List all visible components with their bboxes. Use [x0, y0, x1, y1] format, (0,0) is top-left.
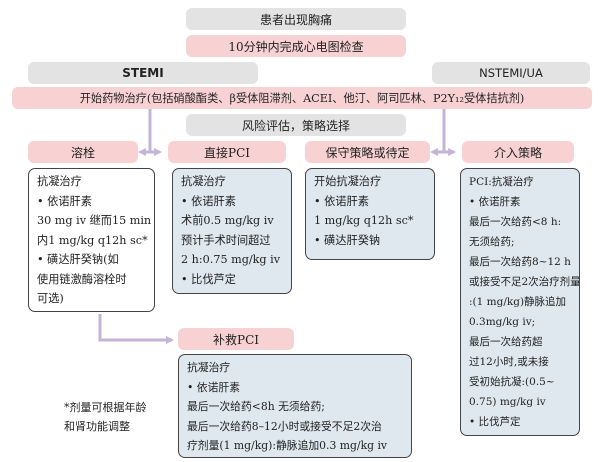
drug-therapy-box: 开始药物治疗(包括硝酸酯类、β受体阻滞剂、ACEI、他汀、阿司匹林、P2Y₁₂受…	[12, 87, 592, 109]
stemi-box: STEMI	[28, 62, 258, 84]
rescue-pci-line: 最后一次给药<8h 无须给药;	[187, 400, 325, 413]
direct-pci-label-text: 直接PCI	[204, 145, 250, 160]
direct-pci-line: • 依诺肝素	[181, 194, 236, 208]
interventional-line: 最后一次给药<8 h:	[469, 216, 562, 228]
interventional-label-text: 介入策略	[493, 145, 542, 160]
interventional-line: 最后一次给药8~12 h	[469, 256, 571, 268]
rescue-pci-line: • 依诺肝素	[187, 380, 240, 394]
interventional-line: • 依诺肝素	[469, 196, 521, 208]
interventional-box: PCI:抗凝治疗 • 依诺肝素 最后一次给药<8 h: 无须给药; 最后一次给药…	[460, 168, 580, 436]
interventional-line: 过12小时,或未接	[469, 356, 549, 368]
interventional-line: :(1 mg/kg)静脉追加	[469, 296, 567, 308]
ecg-box: 10分钟内完成心电图检查	[186, 35, 406, 57]
conservative-line: 1 mg/kg q12h sc*	[314, 214, 414, 227]
conservative-label: 保守策略或待定	[305, 141, 430, 163]
conservative-line: • 磺达肝癸钠	[314, 233, 381, 247]
direct-pci-label: 直接PCI	[168, 141, 286, 163]
nstemi-text: NSTEMI/UA	[479, 66, 543, 80]
direct-pci-line: 抗凝治疗	[181, 175, 226, 188]
thrombolysis-line: • 依诺肝素	[37, 194, 92, 208]
conservative-label-text: 保守策略或待定	[325, 145, 410, 160]
nstemi-box: NSTEMI/UA	[432, 62, 590, 84]
rescue-pci-box: 抗凝治疗 • 依诺肝素 最后一次给药<8h 无须给药; 最后一次给药8–12小时…	[178, 354, 412, 458]
thrombolysis-line: 抗凝治疗	[37, 175, 82, 188]
risk-box: 风险评估，策略选择	[186, 114, 406, 136]
thrombolysis-line: 可选)	[37, 292, 64, 305]
interventional-line: • 比伐芦定	[469, 416, 521, 428]
thrombolysis-label-text: 溶栓	[70, 145, 95, 160]
drug-therapy-text: 开始药物治疗(包括硝酸酯类、β受体阻滞剂、ACEI、他汀、阿司匹林、P2Y₁₂受…	[79, 92, 525, 105]
conservative-line: 开始抗凝治疗	[314, 175, 382, 188]
direct-pci-line: • 比伐芦定	[181, 272, 236, 286]
interventional-line: 或接受不足2次治疗剂量	[469, 276, 580, 288]
rescue-pci-line: 疗剂量(1 mg/kg):静脉追加0.3 mg/kg iv	[187, 439, 388, 452]
interventional-line: 受初始抗凝:(0.5~	[469, 376, 555, 388]
rescue-pci-line: 最后一次给药8–12小时或接受不足2次治	[187, 419, 382, 433]
footnote: *剂量可根据年龄 和肾功能调整	[64, 398, 174, 436]
footnote-line: 和肾功能调整	[64, 420, 130, 433]
ecg-text: 10分钟内完成心电图检查	[228, 39, 364, 54]
risk-text: 风险评估，策略选择	[241, 118, 350, 133]
thrombolysis-line: 使用链激酶溶栓时	[37, 272, 127, 286]
stemi-text: STEMI	[122, 66, 164, 80]
interventional-line: 最后一次给药超	[469, 336, 543, 348]
direct-pci-line: 术前0.5 mg/kg iv	[181, 214, 274, 227]
symptom-box: 患者出现胸痛	[186, 8, 406, 30]
conservative-box: 开始抗凝治疗 • 依诺肝素 1 mg/kg q12h sc* • 磺达肝癸钠	[305, 168, 435, 260]
symptom-text: 患者出现胸痛	[259, 12, 332, 27]
rescue-pci-line: 抗凝治疗	[187, 361, 231, 374]
thrombolysis-box: 抗凝治疗 • 依诺肝素 30 mg iv 继而15 min 内1 mg/kg q…	[28, 168, 155, 312]
interventional-line: 0.75) mg/kg iv	[469, 396, 546, 408]
direct-pci-line: 预计手术时间超过	[181, 233, 271, 247]
thrombolysis-line: • 磺达肝癸钠(如	[37, 253, 119, 266]
direct-pci-line: 2 h:0.75 mg/kg iv	[181, 253, 281, 266]
footnote-line: *剂量可根据年龄	[64, 401, 147, 414]
thrombolysis-label: 溶栓	[28, 141, 138, 163]
thrombolysis-line: 30 mg iv 继而15 min	[37, 214, 152, 227]
rescue-pci-label: 补救PCI	[178, 328, 294, 350]
interventional-line: 0.3mg/kg iv;	[469, 316, 536, 328]
arrow-to-rescue-pci	[98, 314, 174, 344]
thrombolysis-line: 内1 mg/kg q12h sc*	[37, 233, 148, 247]
interventional-line: 无须给药;	[469, 236, 515, 248]
interventional-label: 介入策略	[462, 141, 574, 163]
rescue-pci-label-text: 补救PCI	[213, 332, 259, 347]
conservative-line: • 依诺肝素	[314, 194, 369, 208]
direct-pci-box: 抗凝治疗 • 依诺肝素 术前0.5 mg/kg iv 预计手术时间超过 2 h:…	[172, 168, 292, 294]
interventional-line: PCI:抗凝治疗	[469, 176, 534, 188]
